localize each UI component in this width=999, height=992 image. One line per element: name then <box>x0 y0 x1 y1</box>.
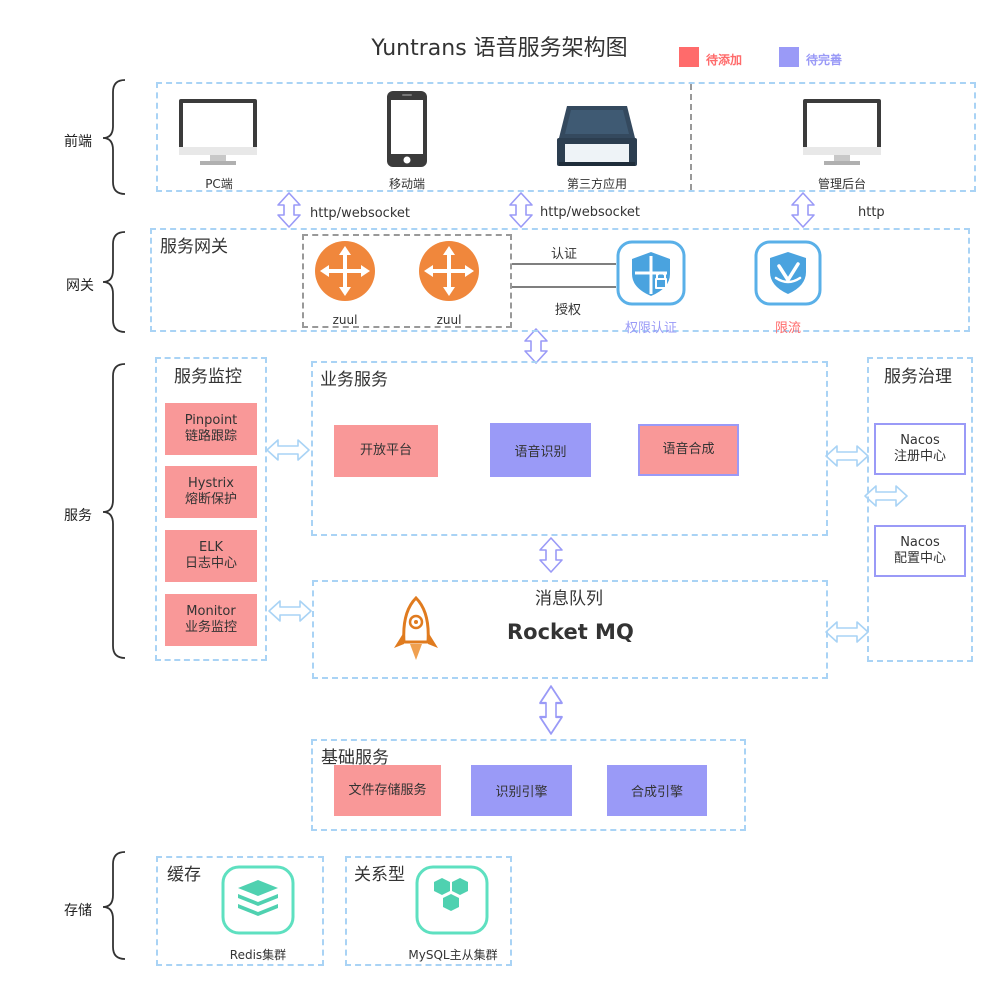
nacos-registry-desc: 注册中心 <box>893 449 946 464</box>
monitor-container <box>155 357 267 661</box>
monitor-item-monitor: Monitor 业务监控 <box>165 594 257 646</box>
mq-container <box>312 580 828 679</box>
zuul-label-1: zuul <box>332 313 358 327</box>
admin-monitor-icon <box>803 99 881 165</box>
business-container <box>311 361 828 536</box>
monitor-item-hystrix-desc: 熔断保护 <box>184 492 237 507</box>
nacos-config-name: Nacos <box>900 535 940 550</box>
nacos-config-box: Nacos 配置中心 <box>874 525 966 577</box>
layer-label-storage: 存储 <box>64 903 92 919</box>
open-platform-box: 开放平台 <box>334 425 438 477</box>
edge-label-authorize: 授权 <box>555 303 582 318</box>
monitor-item-elk-name: ELK <box>199 540 223 555</box>
mobile-phone-icon <box>387 91 427 167</box>
zuul-cluster-box <box>302 234 512 328</box>
shield-lock-icon <box>616 240 686 306</box>
pc-monitor-icon <box>179 99 257 165</box>
relational-title: 关系型 <box>354 865 405 885</box>
base-title: 基础服务 <box>321 748 389 768</box>
router-icon <box>315 241 375 301</box>
layer-label-gateway: 网关 <box>66 278 94 294</box>
monitor-item-pinpoint: Pinpoint 链路跟踪 <box>165 403 257 455</box>
file-storage-box: 文件存储服务 <box>334 765 441 816</box>
redis-label: Redis集群 <box>229 948 287 962</box>
asr-box: 语音识别 <box>490 423 591 477</box>
governance-container <box>867 357 973 662</box>
gateway-container <box>150 228 970 332</box>
monitor-item-hystrix: Hystrix 熔断保护 <box>165 466 257 518</box>
gateway-title: 服务网关 <box>160 237 228 257</box>
mysql-icon <box>415 865 489 935</box>
router-icon <box>419 241 479 301</box>
zuul-label-2: zuul <box>436 313 462 327</box>
edge-label-auth: 认证 <box>551 247 578 262</box>
monitor-item-monitor-name: Monitor <box>186 604 236 619</box>
rate-limit-label: 限流 <box>774 321 801 336</box>
cache-title: 缓存 <box>167 865 201 885</box>
edge-label-http-admin: http <box>858 205 885 220</box>
mobile-label: 移动端 <box>388 177 425 191</box>
layer-label-frontend: 前端 <box>64 134 92 150</box>
pc-label: PC端 <box>205 177 233 191</box>
asr-engine-box: 识别引擎 <box>471 765 572 816</box>
mq-title: 消息队列 <box>535 589 603 609</box>
relational-container <box>345 856 512 966</box>
scanner-icon <box>557 106 637 166</box>
monitor-item-pinpoint-desc: 链路跟踪 <box>184 429 237 444</box>
edge-label-http-websocket-third: http/websocket <box>540 205 640 220</box>
redis-icon <box>221 865 295 935</box>
diagram-title: Yuntrans 语音服务架构图 <box>371 36 628 61</box>
permission-label: 权限认证 <box>624 321 677 336</box>
frontend-container <box>156 82 976 192</box>
legend-swatch-todo <box>679 47 699 67</box>
governance-title: 服务治理 <box>884 367 952 387</box>
nacos-registry-name: Nacos <box>900 433 940 448</box>
monitor-item-elk: ELK 日志中心 <box>165 530 257 582</box>
monitor-item-monitor-desc: 业务监控 <box>184 620 237 635</box>
tts-engine-box: 合成引擎 <box>607 765 707 816</box>
mysql-label: MySQL主从集群 <box>408 948 498 962</box>
nacos-registry-box: Nacos 注册中心 <box>874 423 966 475</box>
admin-label: 管理后台 <box>817 177 866 191</box>
monitor-item-hystrix-name: Hystrix <box>188 476 234 491</box>
rocket-icon <box>394 595 438 660</box>
cache-container <box>156 856 324 966</box>
layer-label-service: 服务 <box>64 508 92 524</box>
legend-swatch-improve <box>779 47 799 67</box>
edge-label-http-websocket-pc: http/websocket <box>310 206 410 221</box>
nacos-config-desc: 配置中心 <box>893 551 946 566</box>
mq-name: Rocket MQ <box>507 620 634 644</box>
third-party-label: 第三方应用 <box>566 177 627 191</box>
base-container <box>311 739 746 831</box>
business-title: 业务服务 <box>320 370 388 390</box>
legend-label-todo: 待添加 <box>706 53 743 67</box>
legend-label-improve: 待完善 <box>806 53 843 67</box>
tts-box: 语音合成 <box>638 424 739 476</box>
rate-limit-icon <box>754 240 822 306</box>
monitor-title: 服务监控 <box>174 367 242 387</box>
monitor-item-pinpoint-name: Pinpoint <box>184 413 238 428</box>
monitor-item-elk-desc: 日志中心 <box>184 556 237 571</box>
